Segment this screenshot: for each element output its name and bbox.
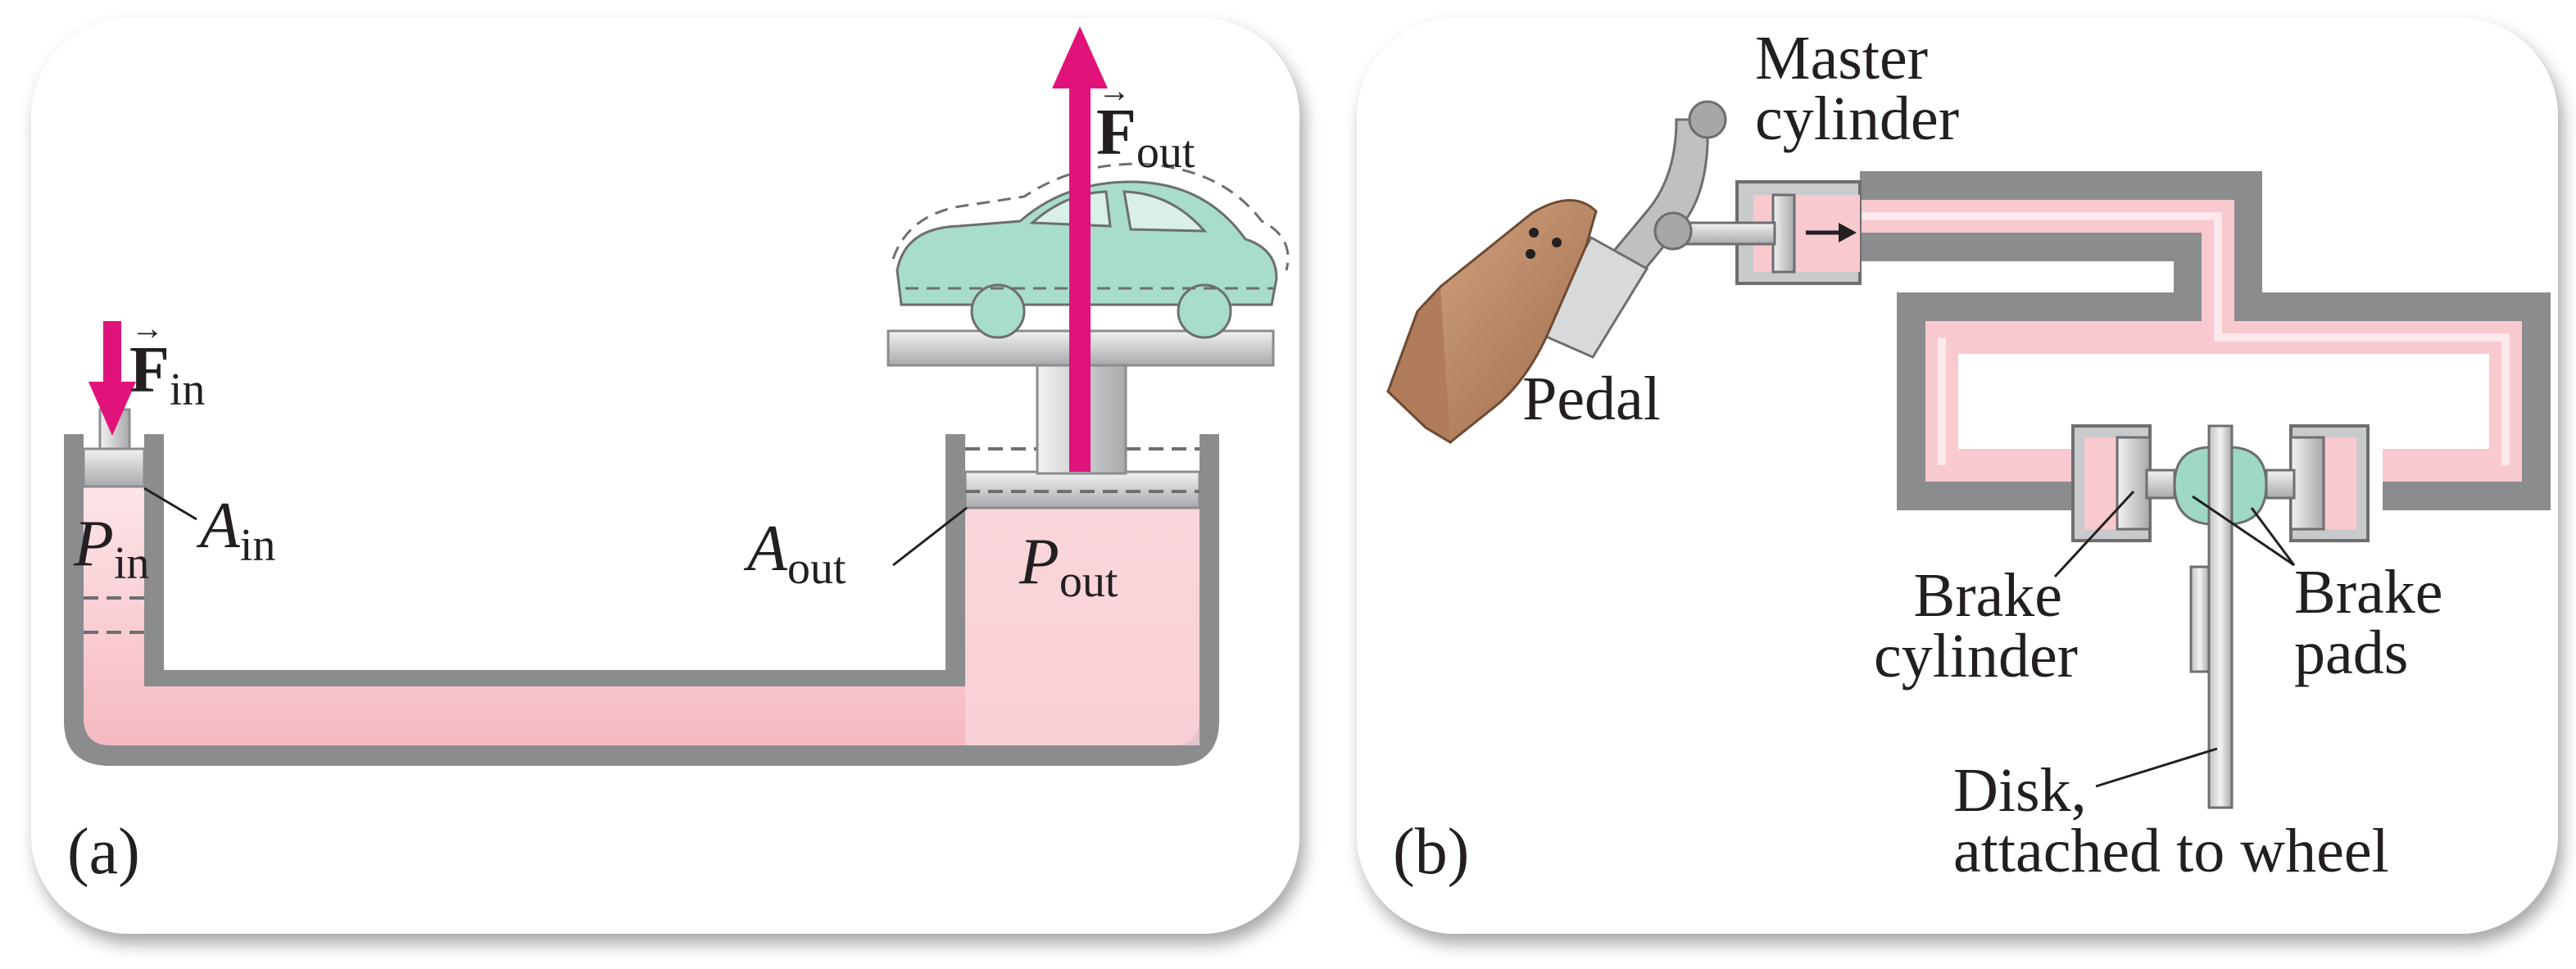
brake-fluid-line: [1860, 171, 2551, 510]
f-in-symbol: F: [129, 334, 170, 406]
disk-line-2: attached to wheel: [1953, 817, 2389, 885]
brake-pads-line-2: pads: [2294, 618, 2408, 687]
brake-cylinder-leader: [2053, 490, 2135, 578]
wheel-hub: [2189, 565, 2211, 673]
disk-leader: [2095, 747, 2218, 788]
brake-pads-line-1: Brake: [2294, 558, 2442, 627]
panel-a: Fin → Fout → Ain Pin Aout Pout (a): [31, 18, 1299, 934]
f-out-vector-mark: →: [1098, 72, 1131, 109]
brake-cylinder-line-1: Brake: [1914, 561, 2062, 630]
f-in-vector-mark: →: [131, 310, 164, 346]
small-piston: [82, 447, 146, 488]
channel-top-wall: [144, 670, 965, 686]
right-inner-wall: [946, 434, 965, 686]
p-in-symbol: P: [73, 508, 114, 580]
brake-pad-leader-1: [2192, 495, 2295, 567]
fluid-right-chamber: [965, 508, 1200, 745]
a-in-leader: [143, 487, 197, 521]
a-in-symbol: A: [196, 490, 241, 562]
brake-cylinder-label: Brake cylinder: [1874, 561, 2078, 691]
p-in-label: Pin: [73, 508, 149, 589]
left-inner-wall: [144, 434, 164, 686]
brake-cylinder-left: [2071, 424, 2176, 542]
shoe: [1386, 199, 1598, 445]
a-out-symbol: A: [743, 513, 788, 585]
p-out-symbol: P: [1018, 526, 1059, 598]
a-out-leader: [892, 506, 968, 567]
master-cylinder-line-2: cylinder: [1755, 84, 1959, 153]
master-cylinder-label: Master cylinder: [1755, 24, 1959, 153]
panel-b-letter: (b): [1393, 816, 1469, 888]
f-out-subscript: out: [1136, 127, 1195, 178]
panel-a-letter: (a): [67, 816, 140, 888]
f-out-symbol: F: [1096, 97, 1136, 169]
p-out-subscript: out: [1059, 556, 1118, 607]
brake-disk: [2207, 424, 2234, 809]
a-in-label: Ain: [196, 490, 275, 571]
a-out-subscript: out: [787, 543, 846, 594]
brake-cylinder-line-2: cylinder: [1874, 622, 2078, 691]
brake-pad-right: [2230, 446, 2268, 526]
master-cylinder-line-1: Master: [1755, 24, 1928, 93]
f-in-subscript: in: [170, 365, 206, 415]
disk-label: Disk, attached to wheel: [1953, 756, 2389, 885]
brake-cylinder-right: [2265, 424, 2370, 542]
a-out-label: Aout: [743, 513, 846, 594]
panel-b: Master cylinder Pedal Brake cylinder Bra…: [1357, 18, 2558, 934]
p-in-subscript: in: [114, 538, 150, 589]
brake-pads-label: Brake pads: [2294, 558, 2458, 687]
f-in-arrow: [88, 321, 136, 436]
master-cylinder: [1665, 180, 1862, 285]
f-out-arrow: [1052, 26, 1108, 472]
p-out-label: Pout: [1018, 526, 1118, 607]
a-in-subscript: in: [240, 520, 276, 571]
disk-line-1: Disk,: [1953, 756, 2087, 825]
pedal-label: Pedal: [1522, 365, 1661, 433]
f-out-label: Fout: [1096, 97, 1195, 178]
brake-pad-leader-2: [2250, 507, 2296, 566]
brake-pad-left: [2173, 446, 2211, 526]
f-in-label: Fin: [129, 334, 205, 415]
